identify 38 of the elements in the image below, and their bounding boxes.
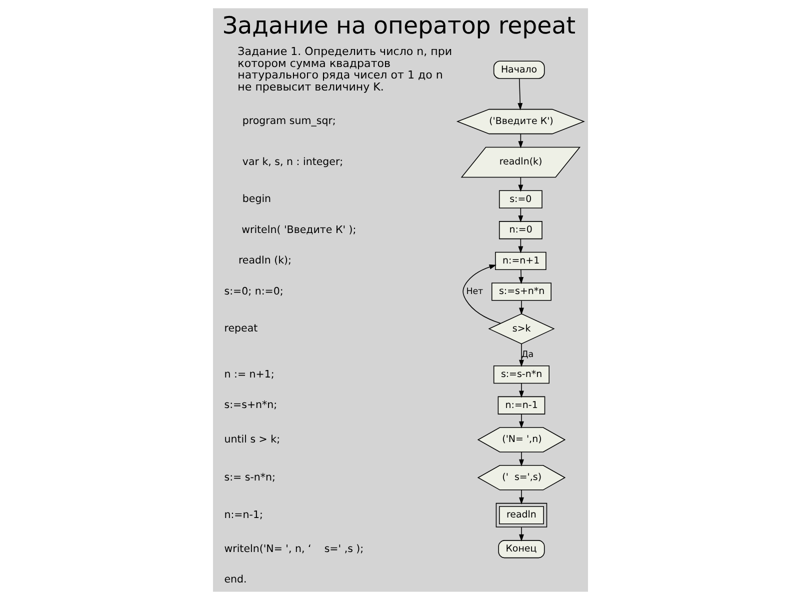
label: s:= s-n*n; [224, 471, 275, 484]
arrow [518, 269, 524, 284]
label: program sum_sqr; [242, 115, 336, 128]
node-box: s:=s+n*n [490, 282, 551, 301]
node-box: readln [495, 502, 547, 528]
node-diamond: s>k [488, 313, 554, 344]
arrow [518, 452, 524, 467]
edge-label: Да [520, 350, 534, 360]
label: repeat [224, 322, 258, 334]
arrow [518, 526, 524, 542]
label: end. [224, 574, 246, 586]
arrow [462, 264, 501, 324]
node-box: n:=n+1 [494, 252, 546, 270]
node-box: Начало [492, 60, 544, 79]
label: Задание 1. Определить число n, при котором сумма квадратов натурального ряда чисел от 1 до n не превысит величину K. [237, 44, 452, 94]
label: readln (k); [238, 254, 292, 267]
arrow [518, 382, 524, 398]
label: var k, s, n : integer; [242, 156, 343, 168]
label: writeln( 'Введите К' ); [241, 224, 356, 236]
arrow [517, 78, 522, 110]
label: writeln('N= ', n, ‘ s=' ,s ); [224, 542, 364, 555]
node-box: s:=s-n*n [492, 366, 549, 384]
label: begin [242, 193, 271, 206]
node-box: n:=n-1 [497, 396, 545, 414]
edge-label: Нет [466, 286, 483, 297]
node-box: n:=0 [498, 221, 542, 240]
arrow [518, 300, 524, 315]
label: n := n+1; [224, 368, 274, 380]
arrow [518, 343, 524, 367]
label: n:=n-1; [224, 508, 262, 521]
arrow [518, 490, 524, 505]
diagram-title: Задание на оператор repeat [222, 12, 576, 40]
label: s:=0; n:=0; [224, 285, 283, 298]
arrow [518, 414, 524, 428]
node-box: Конец [498, 540, 544, 558]
label: s:=s+n*n; [224, 399, 277, 412]
node-box: s:=0 [498, 190, 542, 208]
label: until s > k; [224, 433, 280, 446]
